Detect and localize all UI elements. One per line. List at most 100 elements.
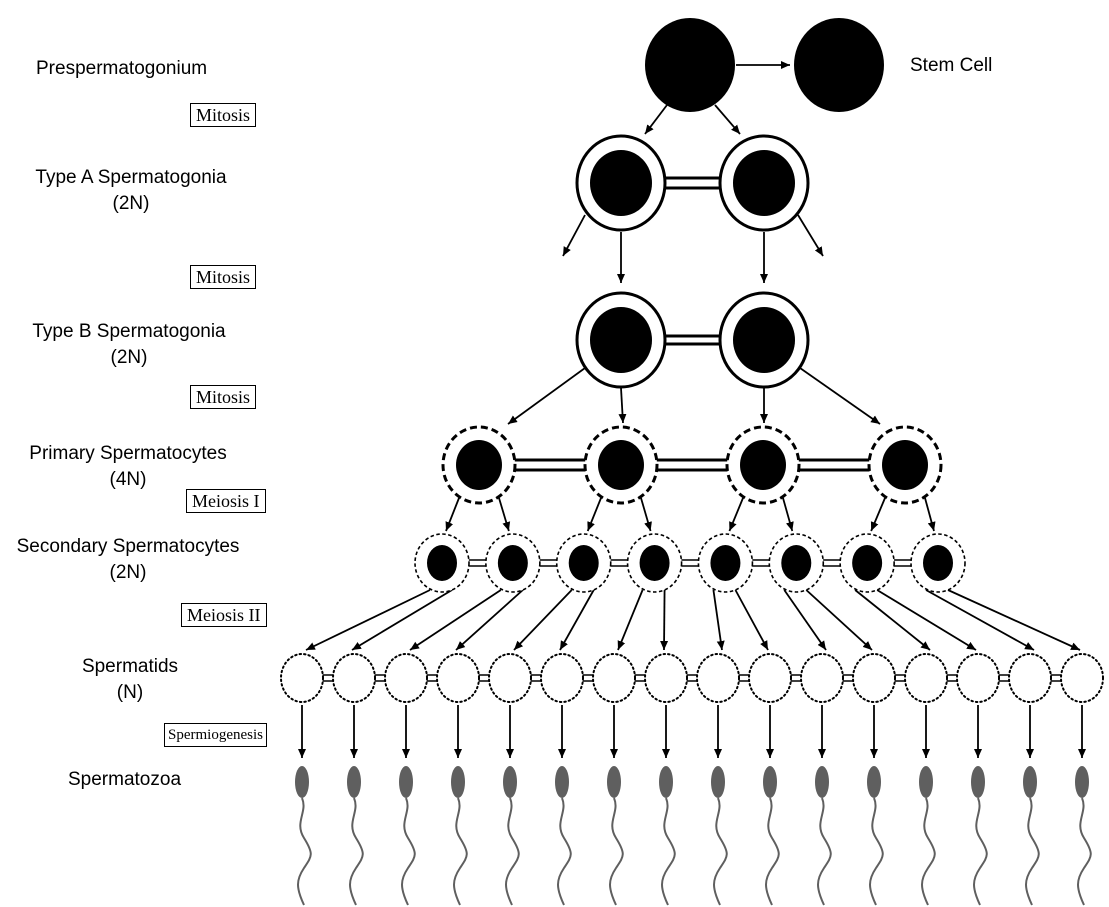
sperm-head (347, 766, 361, 798)
ploidy-label: (N) (116, 682, 144, 703)
sperm-head (919, 766, 933, 798)
nucleus (733, 307, 795, 373)
spermatozoon (711, 766, 728, 906)
sperm-tail (609, 797, 624, 906)
spermatid-cell (540, 653, 584, 703)
spermatozoon (1075, 766, 1092, 906)
nucleus (710, 545, 741, 581)
division-arrow (876, 589, 977, 651)
spermatozoa-row (295, 766, 1092, 906)
division-arrow (799, 367, 881, 425)
sperm-head (451, 766, 465, 798)
ploidy-label: (2N) (109, 562, 147, 583)
division-arrow (734, 589, 769, 651)
process-box-mitosis: Mitosis (190, 385, 257, 409)
process-box-mitosis: Mitosis (190, 265, 257, 289)
ploidy-label: (2N) (112, 193, 150, 214)
nucleus (590, 150, 652, 216)
sperm-tail (1025, 797, 1040, 906)
ploidy-label: (2N) (110, 347, 148, 368)
sperm-tail (453, 797, 468, 906)
sperm-tail (401, 797, 416, 906)
spermatid-cell (1008, 653, 1052, 703)
division-arrow (445, 497, 460, 532)
sperm-tail (765, 797, 780, 906)
spermatozoon (347, 766, 364, 906)
division-arrow (586, 497, 602, 532)
spermatid-cell (904, 653, 948, 703)
spermatid-cell (956, 653, 1000, 703)
stage-name: Spermatids (81, 656, 179, 677)
sperm-head (867, 766, 881, 798)
label-type-b-spermatogonia: Type B Spermatogonia (2N) (26, 319, 232, 371)
sperm-head (555, 766, 569, 798)
nucleus (568, 545, 599, 581)
sperm-head (711, 766, 725, 798)
sperm-tail (557, 797, 572, 906)
stage-name: Type B Spermatogonia (32, 321, 226, 342)
division-arrow (559, 589, 595, 651)
spermatozoon (763, 766, 780, 906)
spermatid-cell (696, 653, 740, 703)
spermatozoon (451, 766, 468, 906)
division-arrow (513, 589, 573, 651)
label-stem-cell: Stem Cell (910, 55, 993, 76)
spermatozoon (867, 766, 884, 906)
division-arrow (498, 497, 511, 532)
sperm-head (607, 766, 621, 798)
sperm-head (659, 766, 673, 798)
nucleus (781, 545, 812, 581)
sperm-tail (661, 797, 676, 906)
nucleus (590, 307, 652, 373)
division-arrow (925, 589, 1035, 651)
spermatid-cell (748, 653, 792, 703)
sperm-head (503, 766, 517, 798)
division-arrow (947, 589, 1081, 651)
nucleus (497, 545, 528, 581)
division-arrow (507, 367, 586, 425)
label-primary-spermatocytes: Primary Spermatocytes (4N) (22, 441, 234, 493)
spermatid-cell (800, 653, 844, 703)
sperm-tail (297, 797, 312, 906)
label-prespermatogonium: Prespermatogonium (36, 58, 208, 79)
division-arrow (409, 589, 502, 651)
spermatid-cell (384, 653, 428, 703)
stage-name: Type A Spermatogonia (35, 167, 227, 188)
stage-name: Primary Spermatocytes (29, 443, 227, 464)
spermatid-cell (332, 653, 376, 703)
division-arrow (618, 387, 627, 424)
division-arrow (797, 214, 824, 257)
sperm-head (763, 766, 777, 798)
nucleus (598, 440, 644, 490)
sperm-tail (1077, 797, 1092, 906)
sperm-head (1075, 766, 1089, 798)
spermatozoon (971, 766, 988, 906)
sperm-tail (349, 797, 364, 906)
spermatid-cell (592, 653, 636, 703)
sperm-head (971, 766, 985, 798)
spermatozoon (295, 766, 312, 906)
division-arrow (617, 589, 644, 651)
spermatid-cell (1060, 653, 1104, 703)
sperm-tail (713, 797, 728, 906)
spermatozoon (815, 766, 832, 906)
division-arrow (660, 589, 669, 651)
sperm-tail (921, 797, 936, 906)
process-box-meiosis-ii: Meiosis II (181, 603, 267, 627)
ploidy-label: (4N) (109, 469, 147, 490)
stem-cell (794, 18, 884, 112)
division-arrow (640, 497, 652, 532)
spermatozoon (659, 766, 676, 906)
division-arrow (455, 589, 524, 651)
spermatozoon (919, 766, 936, 906)
process-box-mitosis: Mitosis (190, 103, 257, 127)
sperm-head (815, 766, 829, 798)
nucleus (740, 440, 786, 490)
stage-name: Secondary Spermatocytes (16, 536, 240, 557)
spermatozoon (1023, 766, 1040, 906)
spermatozoon (503, 766, 520, 906)
nucleus (882, 440, 928, 490)
division-arrow (854, 589, 931, 651)
spermatid-cell (280, 653, 324, 703)
